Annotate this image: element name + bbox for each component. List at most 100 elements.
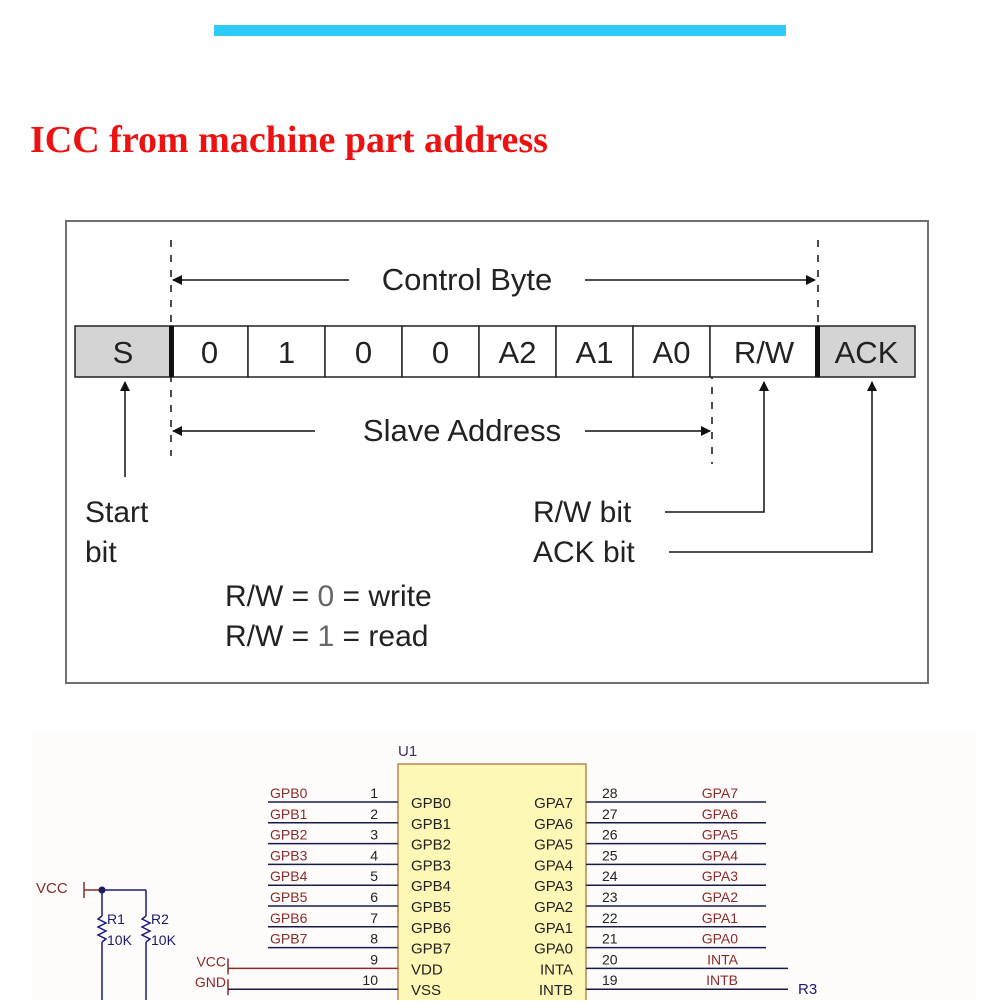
pin-number: 1: [370, 785, 378, 801]
pin-number: 5: [370, 868, 378, 884]
pin-name: GPB2: [411, 837, 451, 854]
rw-bit-label: R/W bit: [533, 496, 632, 529]
pin-name: GPB6: [411, 920, 451, 937]
chip-ref: U1: [398, 743, 417, 760]
bit-cell-label: 0: [432, 335, 449, 370]
rw-bit-arrow: [665, 381, 769, 513]
net-label: GPA6: [702, 806, 739, 822]
net-label: INTA: [707, 951, 739, 967]
net-label: GPB0: [270, 785, 308, 801]
pin-name: GPB3: [411, 857, 451, 874]
rw-write-legend: R/W = 0 = write: [225, 580, 432, 613]
bit-cell: [324, 325, 403, 378]
chip-body: [397, 763, 587, 1005]
pin-name: GPA5: [534, 837, 573, 854]
pin-name: GPB4: [411, 878, 451, 895]
r2-ref: R2: [151, 911, 169, 927]
pin-name: INTB: [539, 982, 573, 999]
pin-name: GPA7: [534, 795, 573, 812]
start-bit-label-line2: bit: [85, 536, 117, 569]
pin-name: GPA2: [534, 899, 573, 916]
net-label: GPB5: [270, 889, 308, 905]
net-label: GPA5: [702, 827, 739, 843]
bit-cell: [709, 325, 819, 378]
bit-cell-label: ACK: [835, 335, 899, 370]
pin-number: 7: [370, 910, 378, 926]
pin-name: GPB7: [411, 941, 451, 958]
pin-number: 27: [602, 806, 618, 822]
pin-number: 19: [602, 972, 618, 988]
power-net-label: GND: [195, 974, 226, 990]
bit-cell: [170, 325, 249, 378]
pin-name: INTA: [540, 961, 573, 978]
r1-value: 10K: [107, 932, 133, 948]
pin-number: 4: [370, 847, 378, 863]
control-byte-svg: Control Byte S 0 1 0 0 A2 A1 A0 R/W ACK Slave Add…: [74, 240, 916, 653]
bit-cell-label: A2: [499, 335, 537, 370]
bit-cell: [478, 325, 557, 378]
pin-number: 24: [602, 868, 618, 884]
pin-number: 21: [602, 931, 618, 947]
page-title: ICC from machine part address: [30, 119, 548, 161]
control-byte-label: Control Byte: [382, 262, 553, 297]
bit-cell-label: A0: [653, 335, 691, 370]
ack-bit-arrow: [669, 381, 877, 553]
r2-resistor-icon: [140, 915, 152, 943]
accent-bar: [214, 25, 786, 36]
pin-number: 9: [370, 951, 378, 967]
pin-number: 8: [370, 931, 378, 947]
pin-name: GPA6: [534, 816, 573, 833]
vcc-label: VCC: [36, 880, 68, 897]
pin-name: GPA3: [534, 878, 573, 895]
bit-cell-label: 0: [201, 335, 218, 370]
bit-cell-label: 0: [355, 335, 372, 370]
bit-cell: [74, 325, 172, 378]
pin-name: GPB1: [411, 816, 451, 833]
bit-cell-label: A1: [576, 335, 614, 370]
net-label: GPB7: [270, 931, 308, 947]
net-label: GPB1: [270, 806, 308, 822]
pin-number: 2: [370, 806, 378, 822]
net-label: GPA1: [702, 910, 739, 926]
bit-cell: [247, 325, 326, 378]
net-label: GPB3: [270, 847, 308, 863]
bit-cell: [817, 325, 916, 378]
pin-number: 25: [602, 847, 618, 863]
start-boundary-marker: [169, 326, 174, 377]
net-label: GPA4: [702, 847, 739, 863]
slave-address-label: Slave Address: [363, 413, 561, 448]
bit-cells: S 0 1 0 0 A2 A1 A0 R/W ACK: [74, 325, 916, 378]
net-label: GPA2: [702, 889, 739, 905]
pin-number: 28: [602, 785, 618, 801]
pin-number: 26: [602, 827, 618, 843]
net-label: GPB4: [270, 868, 308, 884]
net-label: GPA3: [702, 868, 739, 884]
r2-value: 10K: [151, 932, 177, 948]
pin-name: GPB5: [411, 899, 451, 916]
pin-number: 6: [370, 889, 378, 905]
net-label: INTB: [706, 972, 738, 988]
bit-cell-label: 1: [278, 335, 295, 370]
pin-name: GPA1: [534, 920, 573, 937]
pin-number: 20: [602, 951, 618, 967]
bit-cell-label: R/W: [734, 335, 795, 370]
pin-name: VSS: [411, 982, 441, 999]
net-label: GPB2: [270, 827, 308, 843]
bit-cell-label: S: [113, 335, 134, 370]
rw-read-legend: R/W = 1 = read: [225, 620, 428, 653]
start-bit-label-line1: Start: [85, 496, 149, 529]
net-label: GPB6: [270, 910, 308, 926]
r1-resistor-icon: [96, 915, 108, 943]
pin-name: VDD: [411, 961, 443, 978]
pin-number: 22: [602, 910, 618, 926]
pin-number: 3: [370, 827, 378, 843]
r1-ref: R1: [107, 911, 125, 927]
r3-ref: R3: [798, 981, 817, 998]
pin-name: GPA4: [534, 857, 573, 874]
ack-boundary-marker: [815, 326, 820, 377]
pin-number: 10: [362, 972, 378, 988]
